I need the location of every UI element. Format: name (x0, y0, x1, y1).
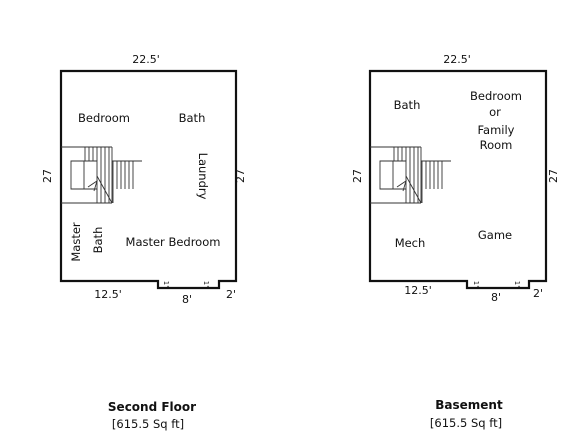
second-floor-top-dimension: 22.5' (132, 53, 160, 66)
basement-stairs (370, 146, 451, 204)
second-floor-laundry-label: Laundry (196, 153, 210, 200)
second-floor-step-right-label: 1' (202, 281, 210, 287)
basement-step-left-label: 1' (472, 281, 480, 287)
second-floor-master-bedroom-label: Master Bedroom (126, 235, 221, 249)
second-floor-title: Second Floor (108, 400, 196, 414)
basement-bottom-left-dimension: 12.5' (404, 284, 432, 297)
basement-plan: 1' 1' 22.5' 27 27 12.5' 8' 2' Bath Bedro… (351, 53, 560, 430)
basement-family-room-label-4: Room (480, 138, 513, 152)
second-floor-bottom-right-dimension: 2' (226, 288, 236, 301)
basement-family-room-label-3: Family (477, 123, 514, 137)
basement-mech-label: Mech (395, 236, 426, 250)
basement-family-room-label-1: Bedroom (470, 89, 522, 103)
second-floor-bath-label: Bath (179, 111, 206, 125)
basement-left-dimension: 27 (351, 169, 364, 183)
basement-title: Basement (435, 398, 503, 412)
second-floor-step-left-label: 1' (162, 281, 170, 287)
second-floor-area: [615.5 Sq ft] (112, 417, 184, 431)
second-floor-bottom-left-dimension: 12.5' (94, 288, 122, 301)
second-floor-master-bath-label-2: Bath (91, 227, 105, 254)
basement-outline (368, 69, 548, 290)
basement-top-dimension: 22.5' (443, 53, 471, 66)
basement-bottom-mid-dimension: 8' (491, 291, 501, 304)
basement-bath-label: Bath (394, 98, 421, 112)
second-floor-bedroom-label: Bedroom (78, 111, 130, 125)
basement-area: [615.5 Sq ft] (430, 416, 502, 430)
second-floor-plan: 1' 1' 22.5' 27 27 12.5' 8' 2' Bedroom Ba… (41, 53, 247, 431)
basement-bottom-right-dimension: 2' (533, 287, 543, 300)
second-floor-stairs (61, 146, 142, 204)
basement-right-dimension: 27 (547, 169, 560, 183)
second-floor-master-bath-label-1: Master (69, 222, 83, 262)
basement-step-right-label: 1' (513, 281, 521, 287)
second-floor-left-dimension: 27 (41, 169, 54, 183)
second-floor-right-dimension: 27 (234, 169, 247, 183)
basement-game-label: Game (478, 228, 512, 242)
second-floor-bottom-mid-dimension: 8' (182, 293, 192, 306)
second-floor-outline (59, 69, 238, 290)
basement-family-room-label-2: or (489, 105, 501, 119)
